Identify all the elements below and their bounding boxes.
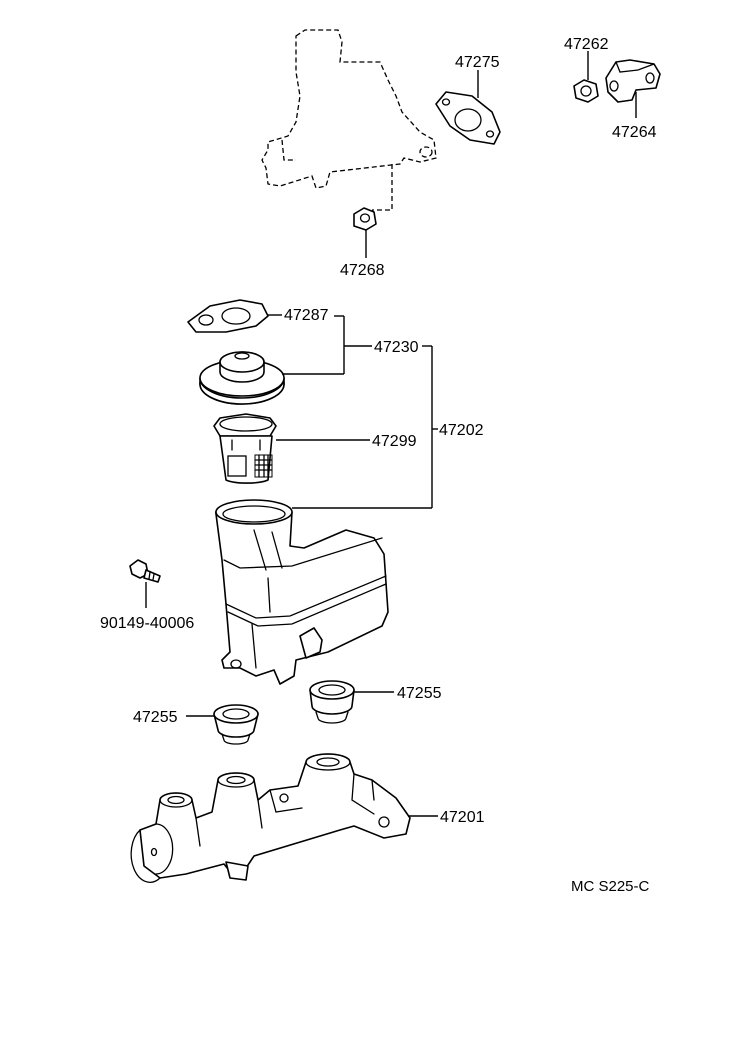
label-47268: 47268 xyxy=(340,262,385,279)
leader-brackets xyxy=(276,315,438,509)
label-47262: 47262 xyxy=(564,36,609,53)
label-47299: 47299 xyxy=(372,433,417,450)
label-47230: 47230 xyxy=(374,339,419,356)
label-47275: 47275 xyxy=(455,54,500,71)
part-47264-bracket xyxy=(605,59,661,118)
label-47201: 47201 xyxy=(440,809,485,826)
label-47255-left: 47255 xyxy=(133,709,178,726)
label-47202: 47202 xyxy=(439,422,484,439)
figure-code: MC S225-C xyxy=(571,878,650,895)
brake-booster-outline xyxy=(261,29,437,211)
part-47287-gasket-plate xyxy=(187,299,282,333)
part-47255-grommet-left xyxy=(186,704,259,745)
part-47299-strainer xyxy=(213,413,277,484)
label-47255-right: 47255 xyxy=(397,685,442,702)
label-47264: 47264 xyxy=(612,124,657,141)
part-47262-nut xyxy=(573,51,599,103)
part-47202-reservoir xyxy=(215,499,389,685)
part-47230-reservoir-cap xyxy=(199,351,285,405)
label-90149-40006: 90149-40006 xyxy=(100,615,194,632)
part-47268-nut xyxy=(353,207,377,258)
part-47255-grommet-right xyxy=(309,680,394,724)
part-47201-master-cylinder xyxy=(130,753,438,883)
label-47287: 47287 xyxy=(284,307,329,324)
part-90149-40006-screw xyxy=(129,559,161,608)
part-47275-gasket xyxy=(435,70,501,145)
